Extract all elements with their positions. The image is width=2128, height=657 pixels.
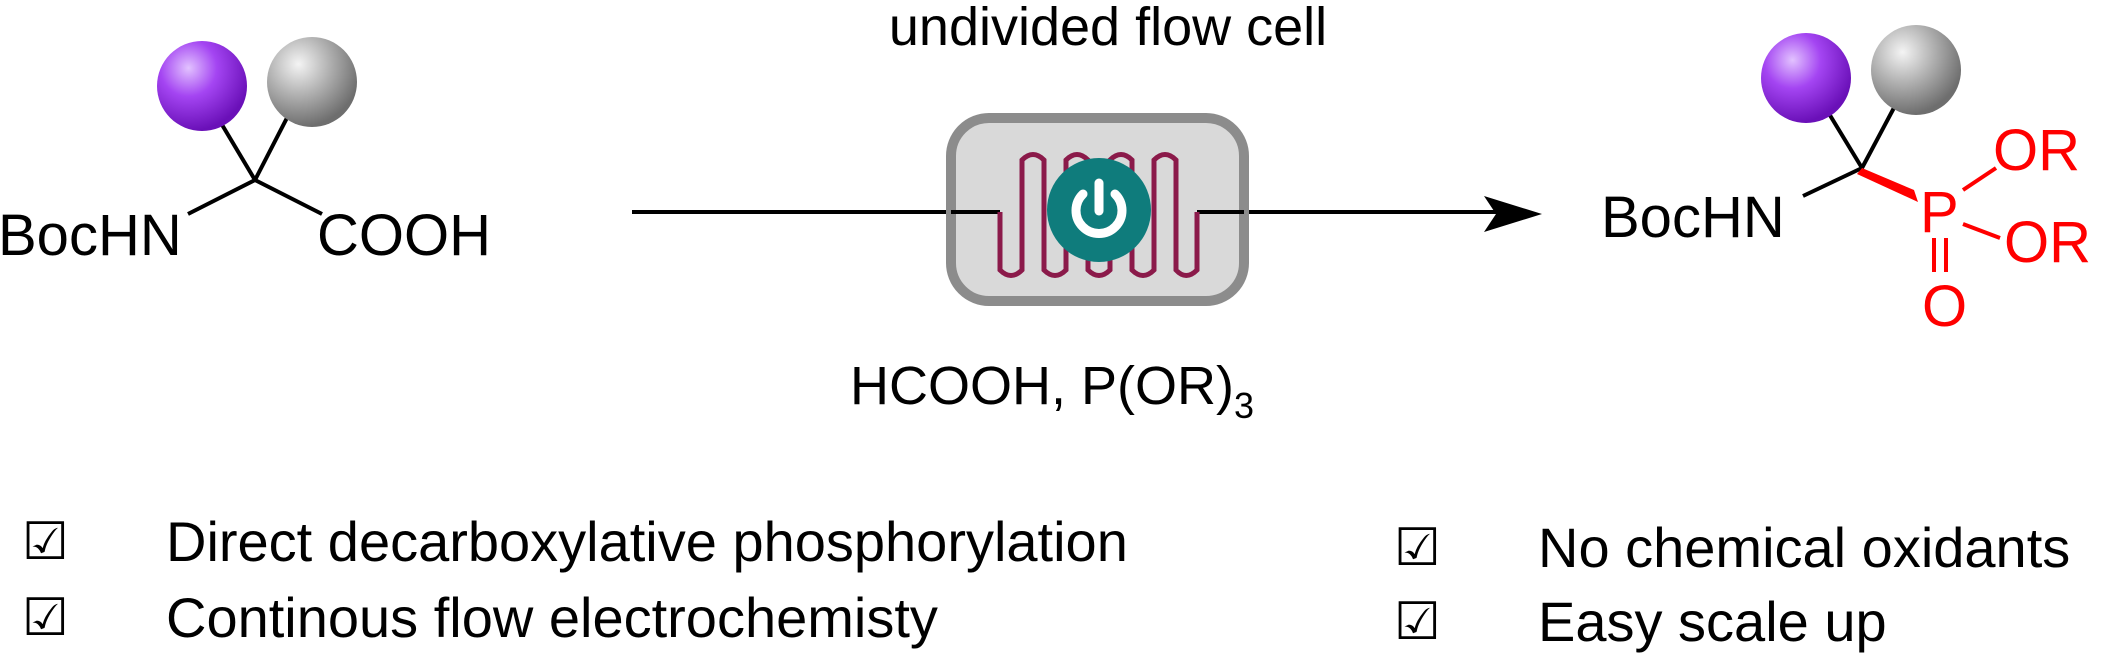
product-phosphorus-label: P — [1920, 180, 1959, 245]
checkbox-icon: ☑ — [1394, 592, 1441, 652]
condition-bottom-label: HCOOH, P(OR)3 — [850, 356, 1254, 426]
reactant-amine-label: BocHN — [0, 203, 182, 268]
checkbox-icon: ☑ — [22, 512, 69, 572]
checkbox-icon: ☑ — [1394, 518, 1441, 578]
reactant-bond-purple — [216, 116, 257, 182]
product-purple-substituent — [1761, 33, 1851, 123]
serpentine-channel — [997, 152, 1200, 278]
product-ester-2-label: OR — [2004, 210, 2091, 275]
feature-right-1: ☑ No chemical oxidants — [1394, 520, 2070, 576]
product-gray-substituent — [1871, 25, 1961, 115]
checkbox-icon: ☑ — [22, 588, 69, 648]
reactant-bond-gray — [253, 111, 292, 181]
product-ester-1-label: OR — [1993, 118, 2080, 183]
product-bond-or1 — [1961, 166, 1998, 192]
feature-left-1: ☑ Direct decarboxylative phosphorylation — [22, 514, 1128, 570]
feature-right-1-label: No chemical oxidants — [1538, 516, 2071, 579]
product-amine-label: BocHN — [1601, 185, 1785, 250]
condition-reagents: HCOOH, P(OR) — [850, 356, 1234, 416]
reactant-purple-substituent — [157, 41, 247, 131]
product-molecule: BocHN P OR OR O — [1601, 25, 2091, 339]
reactant-bond-cooh — [254, 178, 323, 216]
reactant-bond-n — [187, 178, 256, 216]
reactant-molecule: BocHN COOH — [0, 37, 491, 268]
feature-right-2-label: Easy scale up — [1538, 590, 1887, 653]
product-bond-purple — [1826, 110, 1864, 170]
condition-top-label: undivided flow cell — [889, 0, 1327, 57]
product-bond-n — [1802, 166, 1863, 198]
reactant-gray-substituent — [267, 37, 357, 127]
feature-left-2: ☑ Continous flow electrochemisty — [22, 590, 938, 646]
arrow-head — [1484, 196, 1542, 232]
feature-left-1-label: Direct decarboxylative phosphorylation — [166, 510, 1128, 573]
power-symbol-arc — [1071, 189, 1127, 239]
feature-right-2: ☑ Easy scale up — [1394, 594, 1887, 650]
product-bond-gray — [1860, 103, 1898, 169]
product-wedge-bond — [1857, 168, 1918, 202]
reactant-acid-label: COOH — [317, 203, 491, 268]
flow-cell-icon — [946, 113, 1249, 306]
product-bond-or2 — [1962, 222, 2001, 240]
product-oxo-label: O — [1922, 274, 1967, 339]
condition-subscript: 3 — [1234, 385, 1254, 426]
feature-left-2-label: Continous flow electrochemisty — [166, 586, 938, 649]
